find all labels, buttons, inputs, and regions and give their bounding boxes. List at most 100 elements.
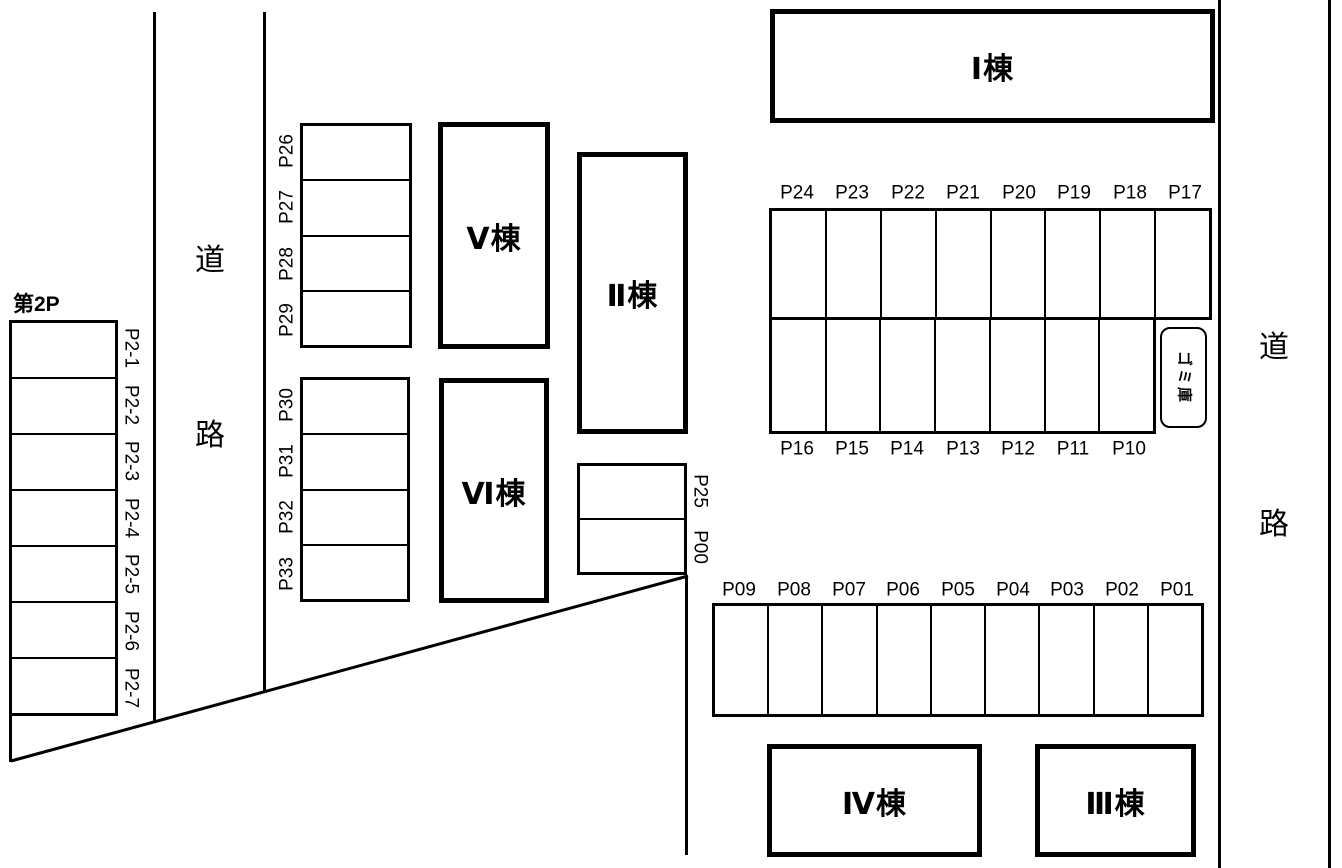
building-6: Ⅵ棟: [439, 378, 549, 603]
stall-label-p16: P16: [780, 438, 814, 460]
west-road-label-bottom: 路: [195, 419, 225, 452]
stall-label-p22: P22: [891, 182, 925, 204]
stall-cell-p2-4: [12, 489, 115, 545]
stall-cell-p16: [772, 320, 825, 431]
stall-label-p2-1: P2-1: [120, 327, 142, 369]
stall-cell-p20: [989, 211, 1045, 317]
stall-cell-p32: [303, 488, 407, 544]
center-divider-line: [685, 576, 688, 855]
stall-cell-p31: [303, 433, 407, 488]
south-stall-row: [712, 603, 1204, 717]
stall-label-p13: P13: [946, 438, 980, 460]
middle-stall-row: [769, 320, 1156, 434]
stall-cell-p17: [1154, 211, 1209, 317]
west-road-line-inner: [263, 12, 266, 691]
stall-label-p05: P05: [941, 579, 975, 601]
building-4-label: Ⅳ棟: [842, 787, 907, 821]
stall-label-p17: P17: [1168, 182, 1202, 204]
building-2-label: Ⅱ棟: [606, 280, 659, 313]
stall-cell-p06: [875, 606, 930, 714]
stall-label-p29: P29: [276, 303, 298, 337]
stall-label-p21: P21: [946, 182, 980, 204]
stall-cell-p29: [303, 289, 409, 345]
stall-cell-p18: [1099, 211, 1154, 317]
lot2-boundary-extension: [9, 714, 12, 762]
stall-label-p24: P24: [780, 182, 814, 204]
stall-cell-p23: [824, 211, 880, 317]
stall-cell-p2-6: [12, 601, 115, 657]
stall-label-p15: P15: [835, 438, 869, 460]
stall-cell-p11: [1043, 320, 1099, 431]
stall-cell-p09: [715, 606, 767, 714]
stall-cell-p33: [303, 543, 407, 599]
garbage-storage: ゴミ庫: [1160, 327, 1207, 428]
stall-label-p07: P07: [832, 579, 866, 601]
stall-cell-p03: [1038, 606, 1092, 714]
stall-cell-p00: [580, 518, 684, 572]
stall-cell-p2-2: [12, 377, 115, 433]
stall-cell-p13: [934, 320, 989, 431]
stall-label-p18: P18: [1113, 182, 1147, 204]
north-stall-row: [769, 208, 1212, 320]
stall-label-p04: P04: [996, 579, 1030, 601]
east-road-label-top: 道: [1259, 331, 1289, 364]
stall-label-p06: P06: [886, 579, 920, 601]
stall-label-p12: P12: [1001, 438, 1035, 460]
west-road-label-top: 道: [195, 244, 225, 277]
stall-cell-p04: [984, 606, 1038, 714]
stall-cell-p15: [824, 320, 880, 431]
stall-label-p09: P09: [722, 579, 756, 601]
stall-cell-p2-1: [12, 323, 115, 377]
stall-label-p2-7: P2-7: [120, 667, 142, 709]
stall-cell-p26: [303, 126, 409, 179]
stall-cell-p12: [988, 320, 1044, 431]
stall-cell-p02: [1092, 606, 1147, 714]
stall-label-p32: P32: [276, 500, 298, 534]
stall-label-p20: P20: [1002, 182, 1036, 204]
stall-cell-p2-5: [12, 545, 115, 601]
center-stall-block: [577, 463, 687, 575]
lot2-title: 第2P: [13, 293, 60, 316]
stall-cell-p27: [303, 179, 409, 234]
stall-cell-p14: [879, 320, 934, 431]
stall-label-p08: P08: [777, 579, 811, 601]
stall-cell-p25: [580, 466, 684, 518]
stall-cell-p2-7: [12, 657, 115, 713]
stall-label-p30: P30: [276, 388, 298, 422]
stall-label-p31: P31: [276, 444, 298, 478]
stall-label-p03: P03: [1050, 579, 1084, 601]
stall-label-p33: P33: [276, 557, 298, 591]
stall-label-p19: P19: [1057, 182, 1091, 204]
stall-cell-p22: [879, 211, 935, 317]
stall-label-p23: P23: [835, 182, 869, 204]
stall-cell-p2-3: [12, 433, 115, 489]
stall-cell-p01: [1146, 606, 1201, 714]
lot2-stall-column: [9, 320, 118, 716]
east-road-label-bottom: 路: [1259, 508, 1289, 541]
stall-label-p26: P26: [276, 134, 298, 168]
stall-cell-p10: [1098, 320, 1153, 431]
stall-cell-p07: [821, 606, 875, 714]
stall-label-p28: P28: [276, 247, 298, 281]
stall-label-p00: P00: [689, 530, 711, 564]
building-3-label: Ⅲ棟: [1085, 787, 1146, 821]
stall-cell-p08: [767, 606, 821, 714]
stall-label-p2-3: P2-3: [120, 440, 142, 482]
stall-cell-p28: [303, 234, 409, 290]
stall-cell-p30: [303, 380, 407, 433]
stall-label-p2-4: P2-4: [120, 497, 142, 539]
west-lower-stall-column: [300, 377, 410, 602]
stall-label-p01: P01: [1160, 579, 1194, 601]
west-road-line-outer: [153, 12, 156, 721]
stall-label-p11: P11: [1056, 438, 1090, 460]
stall-label-p2-5: P2-5: [120, 553, 142, 595]
stall-cell-p19: [1044, 211, 1099, 317]
stall-label-p10: P10: [1112, 438, 1146, 460]
building-1-label: Ⅰ棟: [970, 53, 1015, 86]
stall-label-p27: P27: [276, 190, 298, 224]
building-1: Ⅰ棟: [770, 9, 1215, 123]
stall-label-p2-2: P2-2: [120, 384, 142, 426]
east-road-line-outer: [1328, 0, 1331, 868]
building-2: Ⅱ棟: [577, 152, 688, 434]
